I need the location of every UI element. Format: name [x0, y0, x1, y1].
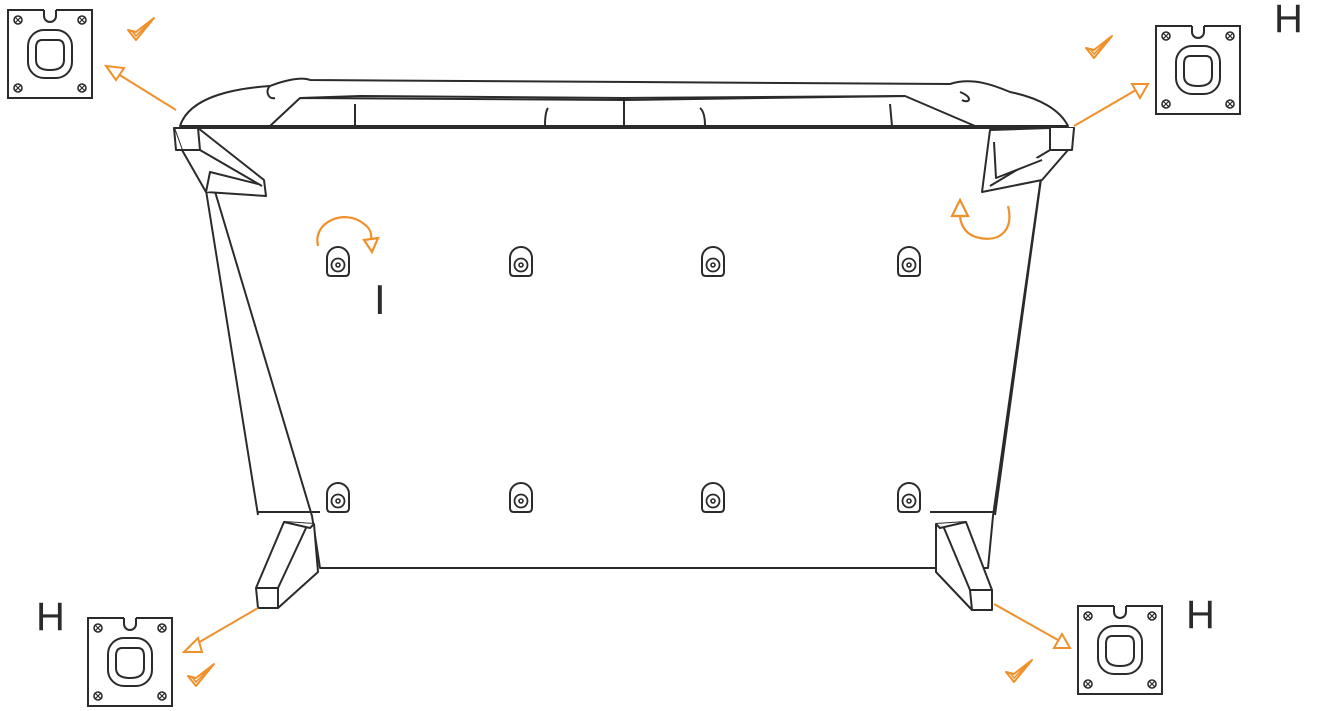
bracket-label-top-right: H [1274, 0, 1303, 41]
checkmark-icon [1086, 36, 1112, 58]
sofa-frame [180, 79, 1068, 568]
mounting-bracket-icon [88, 617, 172, 706]
glide-button [327, 483, 349, 512]
glide-button [510, 483, 532, 512]
glide-button [327, 247, 349, 276]
bracket-label-bottom-left: H [36, 595, 65, 639]
leg-bottom-left [256, 522, 318, 608]
direction-arrow-icon [106, 66, 176, 110]
leg-top-right [982, 128, 1074, 192]
glide-label: I [374, 276, 386, 323]
glide-button [898, 247, 920, 276]
glide-button [510, 247, 532, 276]
glide-button [702, 247, 724, 276]
checkmark-icon [188, 664, 214, 686]
glide-button [702, 483, 724, 512]
mounting-bracket-icon [8, 9, 92, 98]
bracket-label-bottom-right: H [1186, 593, 1215, 637]
direction-arrow-icon [1074, 84, 1148, 126]
mounting-bracket-icon [1156, 25, 1240, 114]
mounting-bracket-icon [1078, 605, 1162, 694]
direction-arrow-icon [184, 608, 258, 652]
checkmark-icon [1006, 660, 1032, 682]
glide-button [898, 483, 920, 512]
checkmark-icon [128, 18, 154, 40]
direction-arrow-icon [994, 604, 1070, 648]
